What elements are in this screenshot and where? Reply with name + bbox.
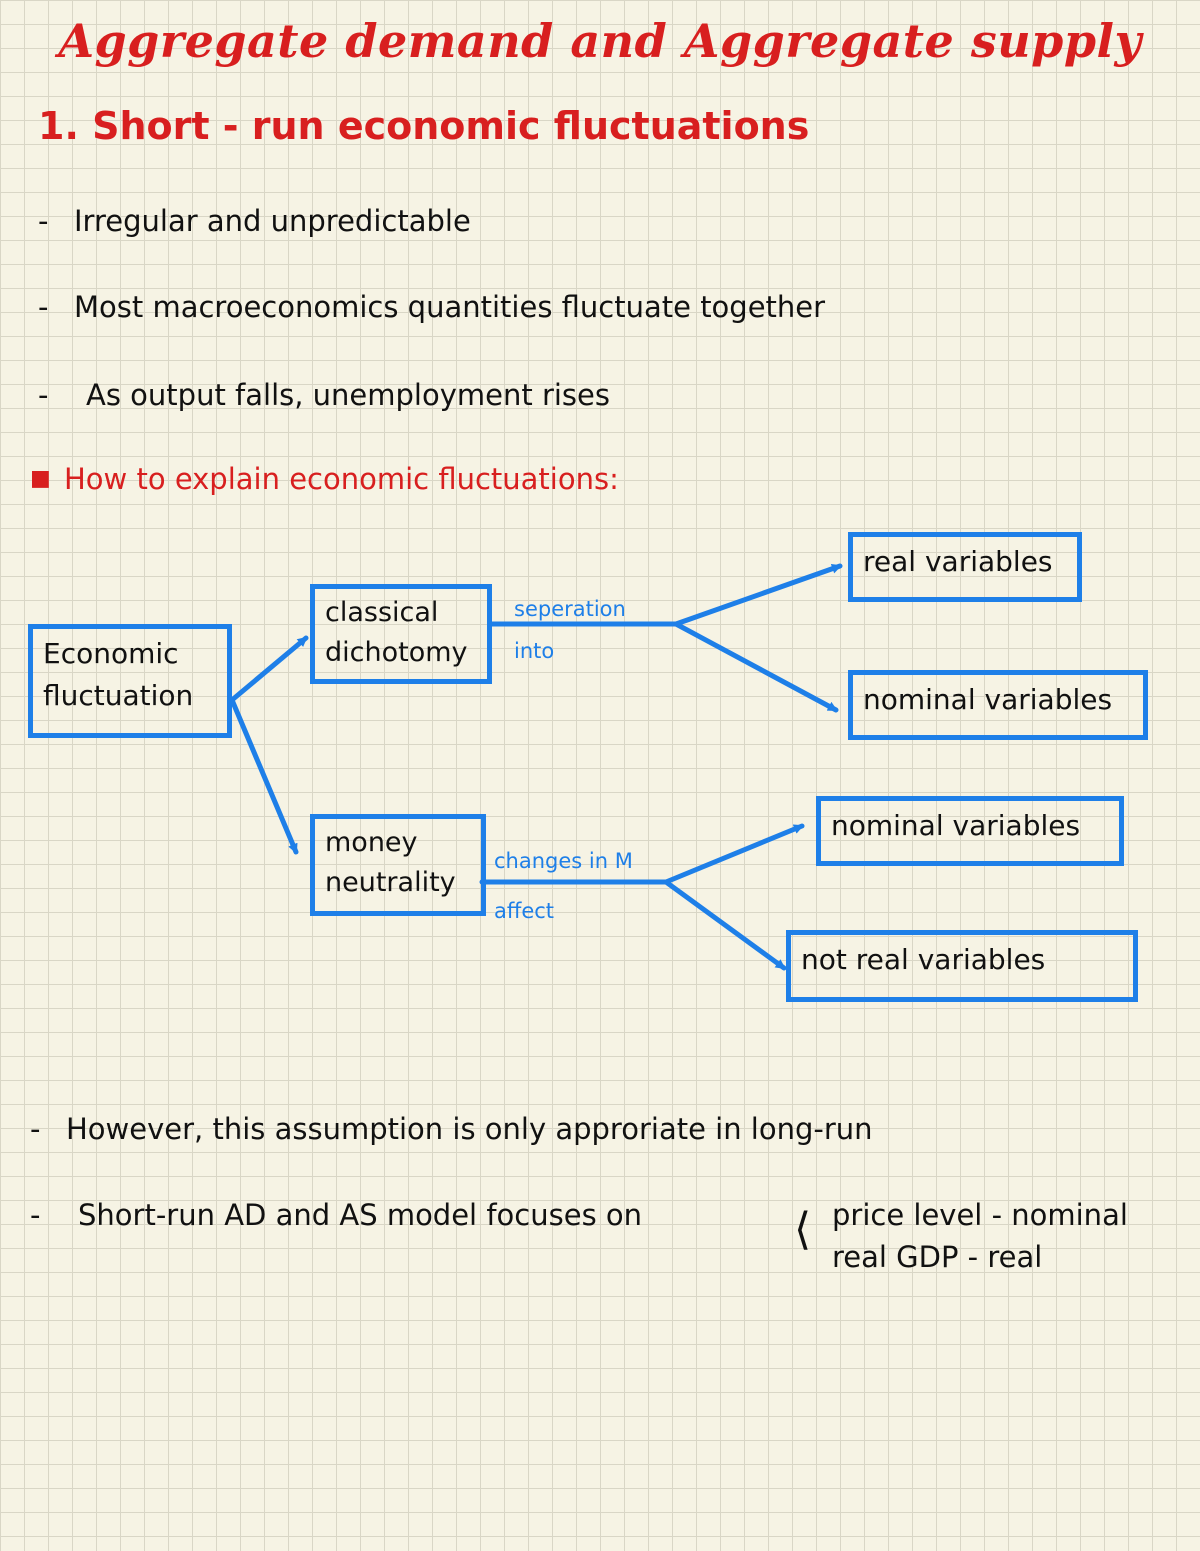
note-text: Short-run AD and AS model focuses on <box>78 1198 643 1232</box>
bracket-icon: ⟨ <box>794 1204 812 1255</box>
note-item: -However, this assumption is only appror… <box>30 1112 873 1146</box>
note-item: - Short-run AD and AS model focuses on <box>30 1198 642 1232</box>
note-text: However, this assumption is only approri… <box>66 1112 873 1146</box>
arrow-to-not-real <box>663 879 787 971</box>
edge-label-changes: changes in M affect <box>494 849 633 923</box>
node-money-neutrality: money neutrality <box>310 814 486 916</box>
page-title: Aggregate demand and Aggregate supply <box>58 14 1142 68</box>
arrow-to-money <box>229 697 299 855</box>
dash-marker: - <box>38 378 49 412</box>
edge-label-separation: seperation into <box>514 597 626 663</box>
focus-item: real GDP - real <box>832 1240 1043 1274</box>
node-money-nominal-variables: nominal variables <box>816 796 1124 866</box>
dash-marker: - <box>30 1198 41 1232</box>
star-marker-icon: ■ <box>30 466 51 491</box>
arrow-to-classical <box>229 635 309 703</box>
bullet-item: -Irregular and unpredictable <box>38 204 471 238</box>
node-economic-fluctuation: Economic fluctuation <box>28 624 232 738</box>
node-classical-dichotomy: classical dichotomy <box>310 584 492 684</box>
node-not-real-variables: not real variables <box>786 930 1138 1002</box>
arrow-to-money-nominal <box>663 823 805 885</box>
arrow-to-real-variables <box>673 563 843 627</box>
bullet-item: - As output falls, unemployment rises <box>38 378 610 412</box>
node-nominal-variables: nominal variables <box>848 670 1148 740</box>
question-text: How to explain economic fluctuations: <box>64 462 619 496</box>
bullet-text: Most macroeconomics quantities fluctuate… <box>74 290 826 324</box>
bullet-text: Irregular and unpredictable <box>74 204 471 238</box>
bullet-item: -Most macroeconomics quantities fluctuat… <box>38 290 825 324</box>
dash-marker: - <box>38 204 49 238</box>
dash-marker: - <box>30 1112 41 1146</box>
focus-item: price level - nominal <box>832 1198 1128 1232</box>
arrow-to-nominal-variables <box>673 621 839 713</box>
dash-marker: - <box>38 290 49 324</box>
node-real-variables: real variables <box>848 532 1082 602</box>
question-line: ■ How to explain economic fluctuations: <box>30 462 619 496</box>
bullet-text: As output falls, unemployment rises <box>86 378 610 412</box>
section-heading: 1. Short - run economic fluctuations <box>38 104 810 148</box>
